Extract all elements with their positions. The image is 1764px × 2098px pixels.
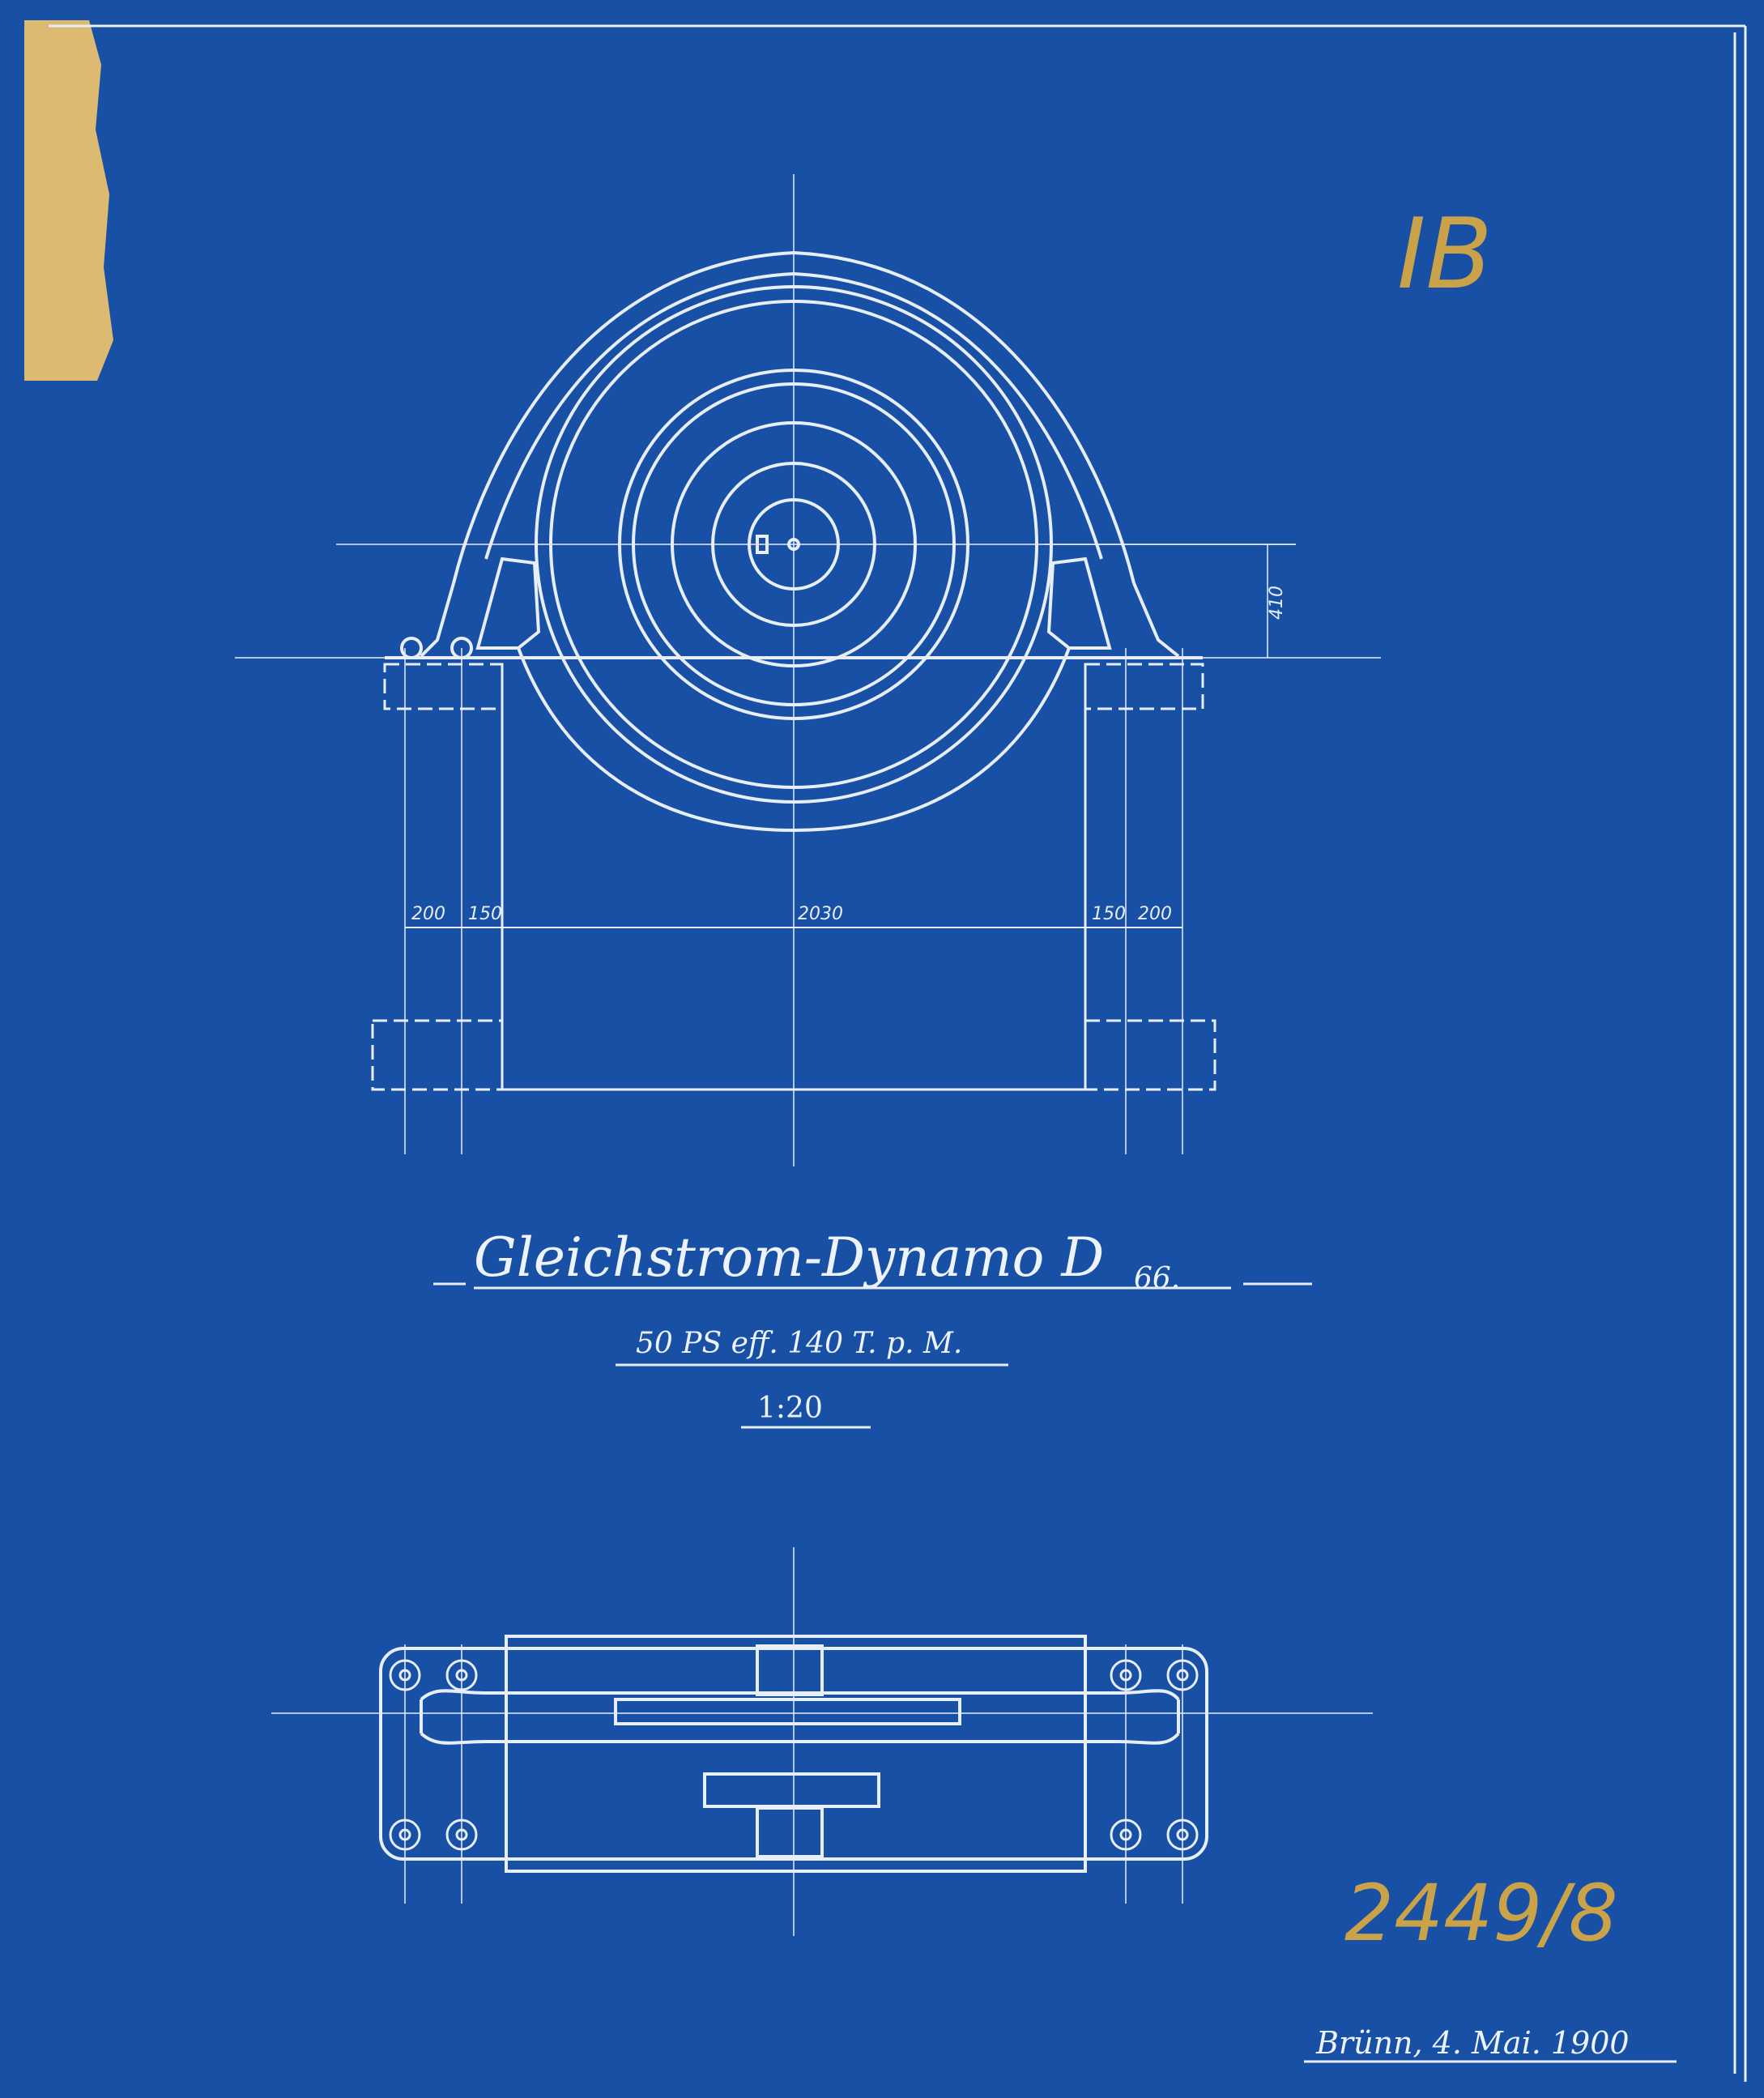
drawing-specs: 50 PS eff. 140 T. p. M.: [636, 1327, 962, 1360]
title-block: Gleichstrom-Dynamo D 66. 50 PS eff. 140 …: [433, 1226, 1312, 1429]
dim-right-outer: 200: [1138, 904, 1172, 924]
inventory-number: 2449/8: [1344, 1868, 1618, 1959]
armature-rings: [618, 369, 969, 720]
dim-height: 410: [1267, 586, 1287, 620]
dim-left-outer: 200: [411, 904, 445, 924]
plan-outline: [379, 1635, 1208, 1873]
place-date: Brünn, 4. Mai. 1900: [1315, 2025, 1630, 2061]
frame-housing: [420, 250, 1180, 833]
base-block: [501, 664, 1087, 1091]
dim-right-inner: 150: [1092, 904, 1126, 924]
dim-center-span: 2030: [798, 904, 843, 924]
sheet-border: [49, 24, 1747, 2082]
dim-left-inner: 150: [468, 904, 502, 924]
tape-remnant: [24, 20, 113, 381]
drawing-scale: 1:20: [757, 1392, 823, 1425]
plan-view: [271, 1547, 1373, 1936]
drawing-title: Gleichstrom-Dynamo D: [474, 1226, 1104, 1289]
extension-lines: [235, 544, 1381, 1154]
corner-mark: IB: [1397, 198, 1493, 311]
front-elevation: 200 150 2030 150 200 410: [235, 174, 1381, 1166]
drawing-title-subscript: 66.: [1134, 1262, 1180, 1295]
plan-bolts: [389, 1659, 1199, 1851]
